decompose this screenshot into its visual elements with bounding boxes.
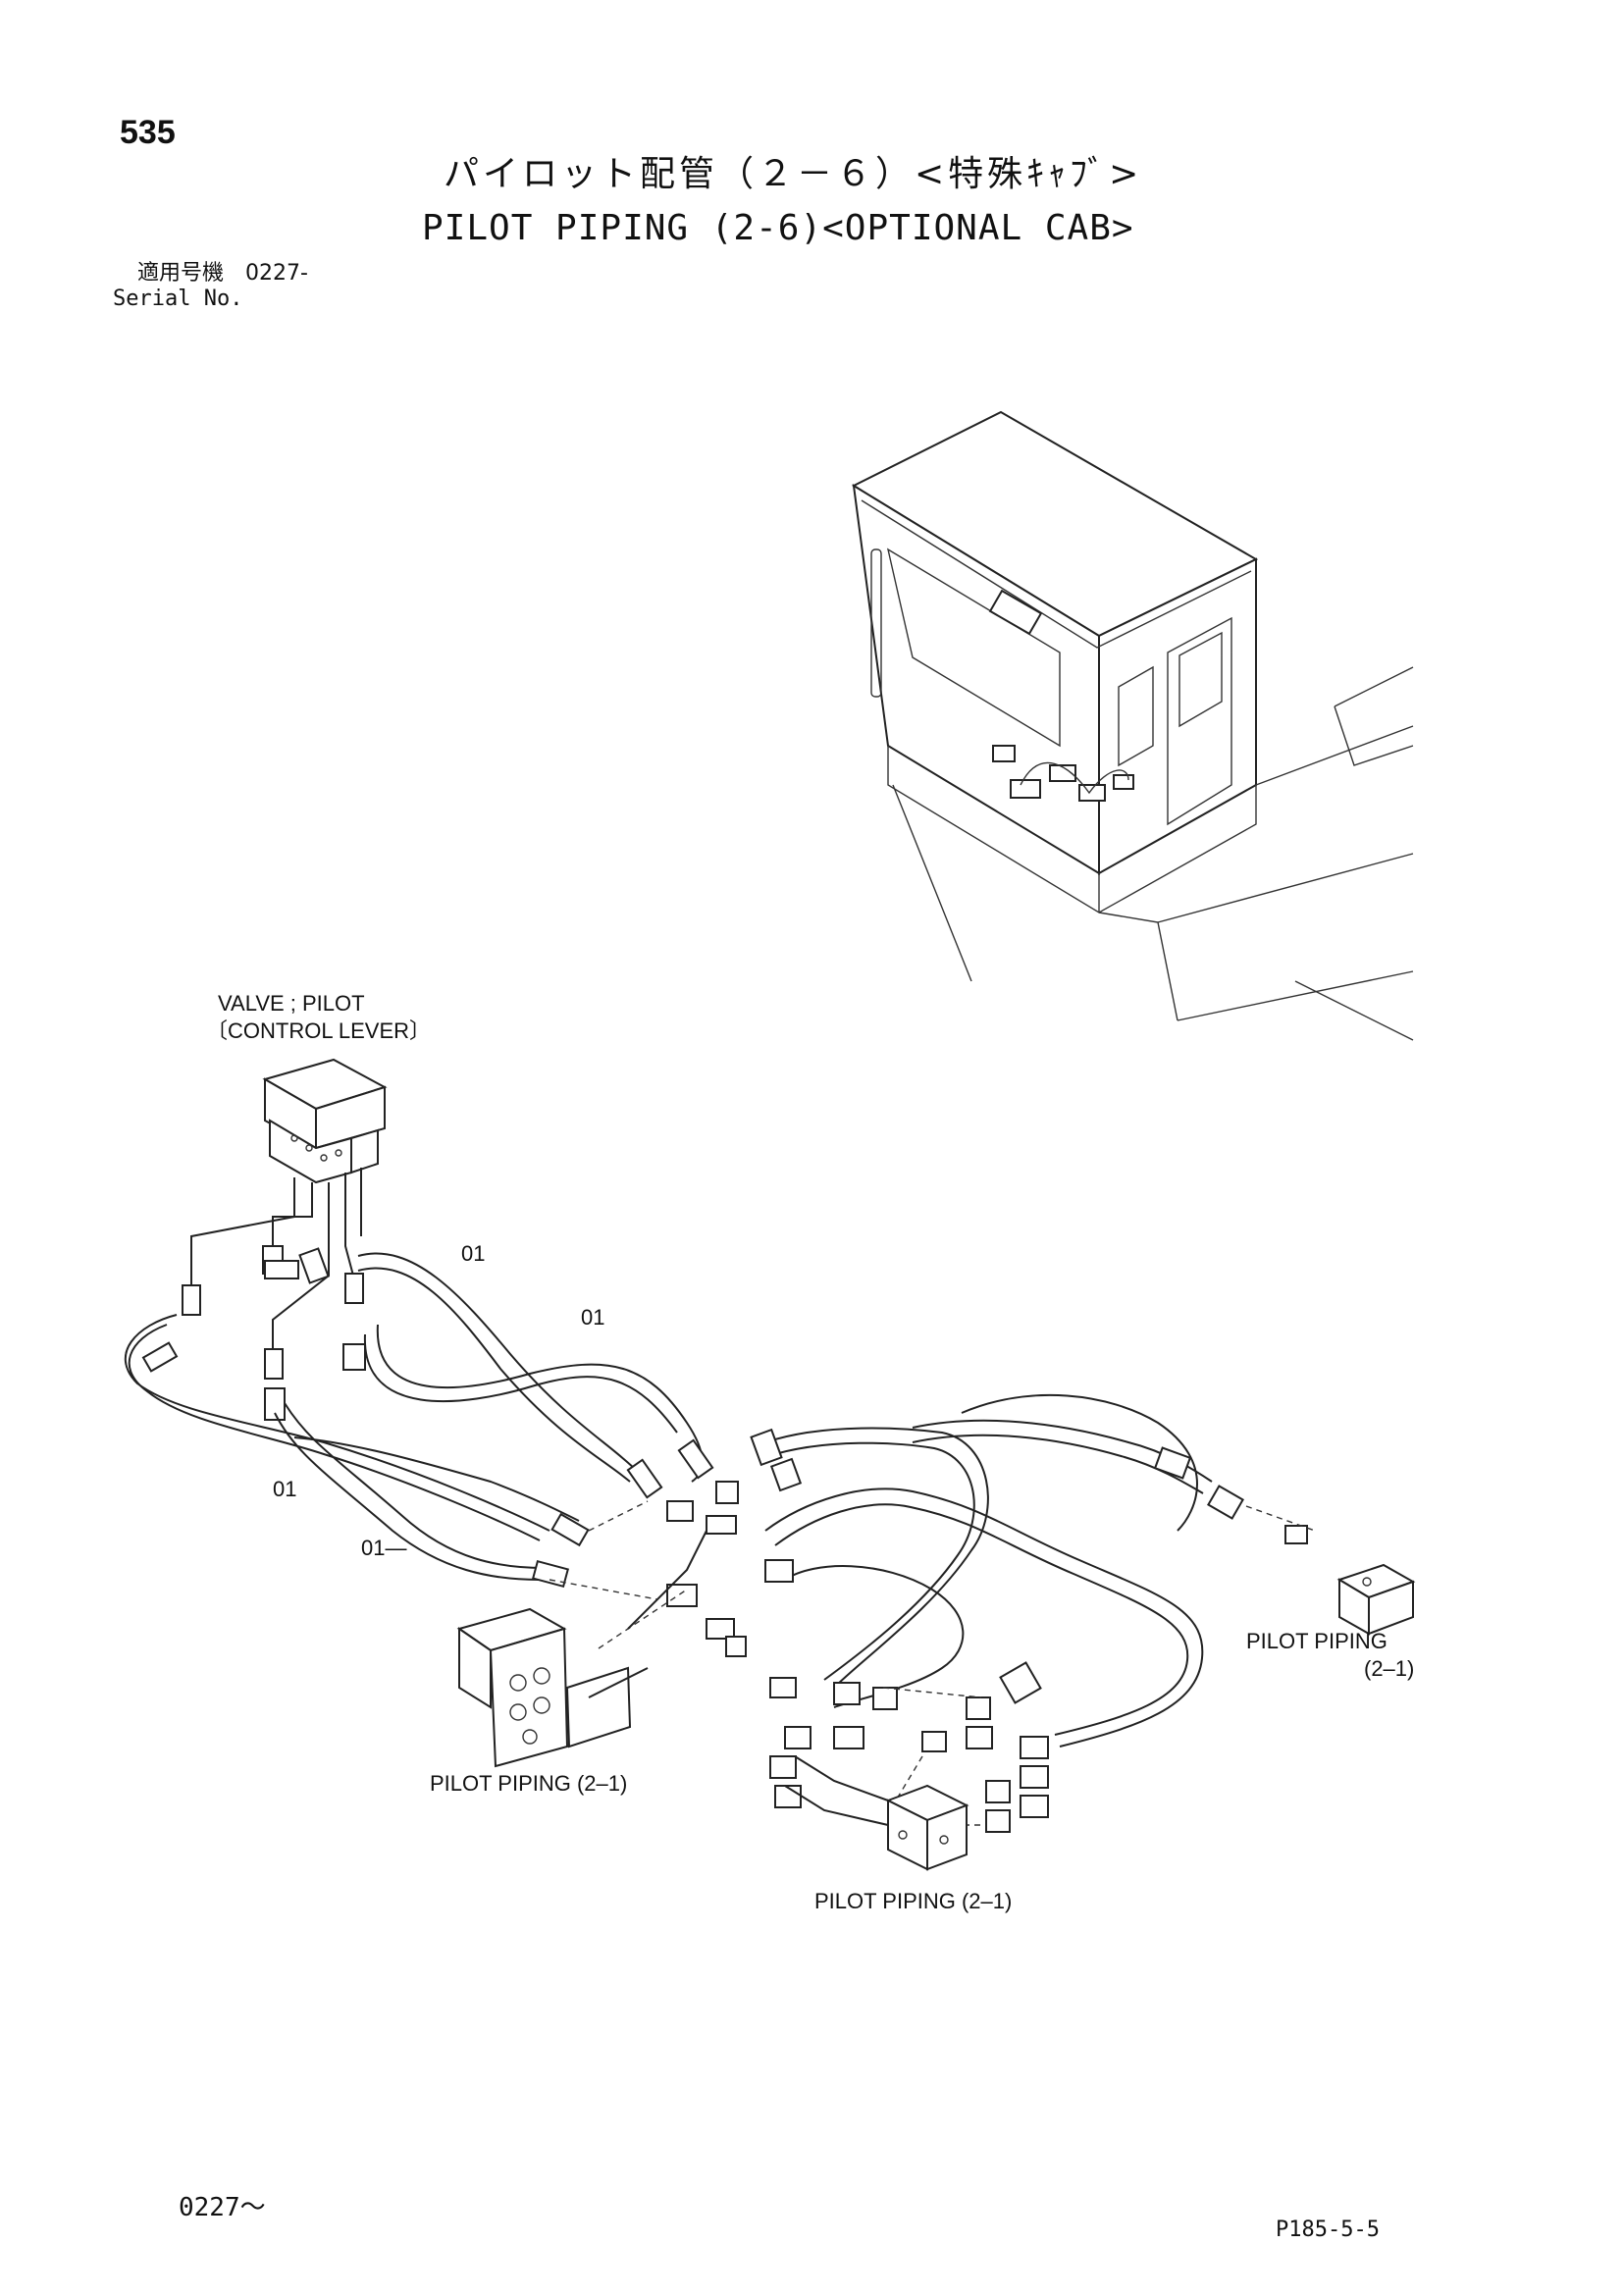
label-pilot-piping-right: PILOT PIPING xyxy=(1246,1629,1387,1653)
page-title-english: PILOT PIPING (2-6)<OPTIONAL CAB> xyxy=(422,208,1134,248)
manifold-block-left xyxy=(456,1607,632,1768)
pilot-block-right xyxy=(1336,1563,1416,1636)
page-title-japanese: パイロット配管（２－６）<特殊ｷｬﾌﾞ> xyxy=(444,154,1143,194)
fittings-valve-group xyxy=(182,1245,366,1421)
serial-label-english: Serial No. xyxy=(113,287,243,311)
label-pilot-piping-bottom: PILOT PIPING (2–1) xyxy=(814,1889,1013,1913)
hose-label-01-c: 01 xyxy=(273,1477,297,1501)
label-pilot-piping-left: PILOT PIPING (2–1) xyxy=(430,1771,628,1796)
pilot-tube-loops xyxy=(764,1393,1213,1748)
pilot-hoses xyxy=(124,1252,714,1589)
label-pilot-piping-right-ref: (2–1) xyxy=(1364,1656,1415,1681)
pilot-valve-control-lever xyxy=(262,1058,388,1184)
page-number: 535 xyxy=(120,114,176,151)
serial-range-footer: 0227～ xyxy=(179,2193,266,2222)
label-control-lever: 〔CONTROL LEVER〕 xyxy=(206,1018,432,1043)
serial-label-japanese: 適用号機 0227- xyxy=(137,261,308,286)
hose-label-01-b: 01 xyxy=(581,1305,605,1330)
hose-label-01-a: 01 xyxy=(461,1241,486,1266)
label-valve-pilot: VALVE ; PILOT xyxy=(218,991,365,1016)
hose-label-01-d: 01— xyxy=(361,1536,407,1560)
fittings-center-group xyxy=(666,1428,1308,1833)
pilot-block-bottom xyxy=(885,1784,969,1871)
optional-cab-drawing xyxy=(851,410,1414,1041)
figure-code-footer: P185-5-5 xyxy=(1276,2218,1380,2242)
